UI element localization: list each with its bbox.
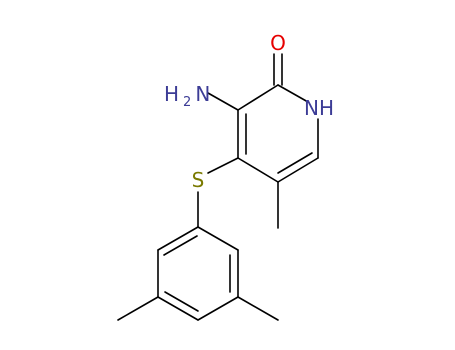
- bond-c4-c5: [237, 157, 279, 183]
- bond-b4-b5: [197, 296, 239, 321]
- bond-b3-methyl: [117, 296, 159, 321]
- bond-n1-c2: [277, 84, 309, 103]
- bond-c2-c3: [237, 84, 279, 111]
- bond-c5-c6: [277, 157, 319, 183]
- bond-b5-methyl: [237, 296, 279, 321]
- sulfur-atom-label: S: [192, 168, 205, 192]
- bond-c4-s: [207, 157, 239, 174]
- ring-nh-label: NH: [304, 96, 334, 120]
- bond-c3-nh2: [207, 92, 239, 111]
- amino-subscript: 2: [183, 95, 191, 110]
- bond-b3-b4-inner: [164, 291, 199, 312]
- bond-b1-b2: [157, 226, 199, 251]
- bond-b6-b1: [197, 226, 239, 251]
- amino-h-label: H: [164, 82, 179, 106]
- amino-n-label: N: [195, 82, 210, 106]
- amino-group-label: H 2 N: [164, 82, 210, 110]
- bond-layer: [117, 53, 319, 321]
- bond-c5-c6-inner: [277, 152, 313, 174]
- oxygen-atom-label: O: [270, 31, 286, 55]
- bond-b3-b4: [157, 296, 199, 321]
- bond-b1-b2-inner: [163, 235, 198, 256]
